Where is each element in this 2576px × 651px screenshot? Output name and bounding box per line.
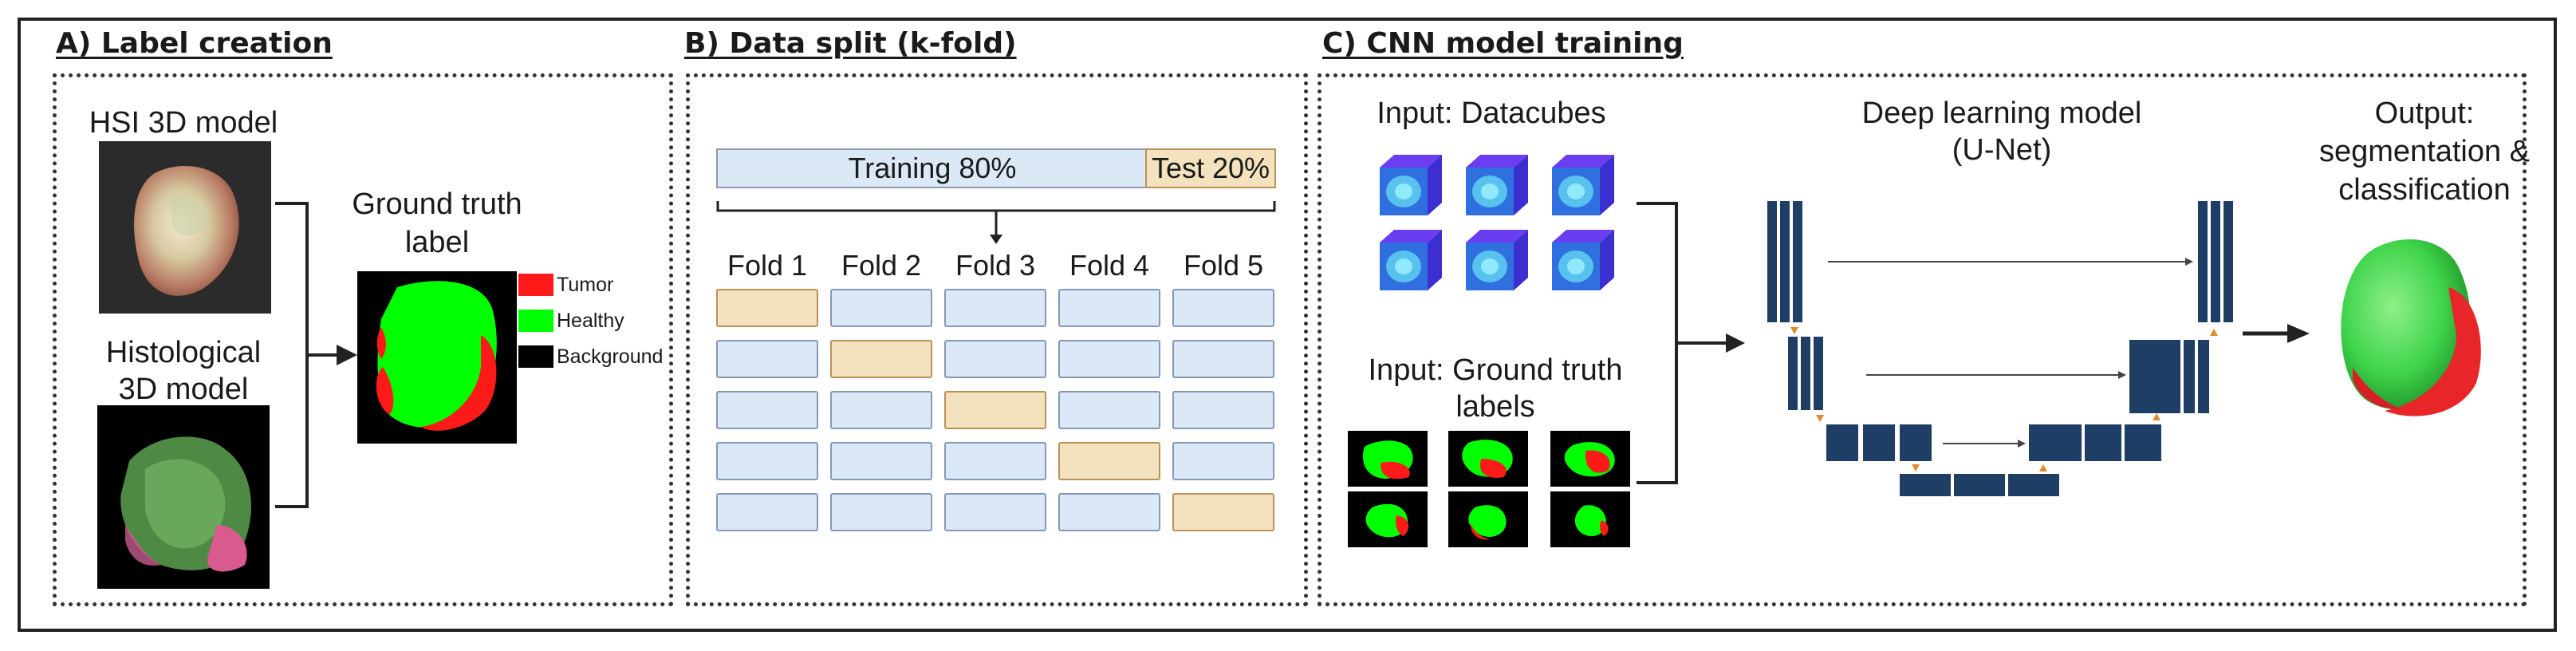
ground-truth-thumbnail [1348,491,1428,547]
output-label-line1: Output: [2374,97,2475,130]
section-b-panel [686,73,1308,606]
legend-label-tumor: Tumor [557,274,614,296]
split-bracket [716,201,1276,244]
datacube-icon [1466,230,1528,290]
output-label-line3: classification [2338,173,2511,207]
fold-cell-train [830,493,932,531]
datacube-icon [1466,155,1528,215]
fold-cell-test [1172,493,1274,531]
fold-label: Fold 5 [1183,249,1264,282]
fold-cell-train [716,340,818,378]
label-merge-connector [275,202,337,508]
fold-cell-test [830,340,932,378]
fold-label: Fold 4 [1069,249,1150,282]
fold-cell-train [830,442,932,480]
input-gt-label-line2: labels [1455,390,1535,424]
fold-cell-train [944,442,1046,480]
input-datacubes-label: Input: Datacubes [1377,97,1606,130]
legend-swatch-background [518,345,553,368]
ground-truth-thumbnail [1448,491,1528,547]
datacube-icon [1552,155,1614,215]
legend-swatch-healthy [518,310,553,332]
section-c-heading: C) CNN model training [1322,27,1684,60]
datacube-icon [1380,155,1442,215]
fold-cell-train [716,391,818,429]
test-split-bar: Test 20% [1145,148,1276,188]
fold-cell-train [944,493,1046,531]
fold-cell-test [944,391,1046,429]
histological-label-line2: 3D model [118,373,249,406]
output-label-line2: segmentation & [2318,135,2531,168]
fold-cell-train [1172,442,1274,480]
input-gt-label-line1: Input: Ground truth [1368,353,1623,387]
fold-label: Fold 2 [841,249,922,282]
ground-truth-image [357,271,517,444]
outer-frame [18,18,2557,632]
label-merge-arrowhead [337,345,357,365]
output-segmentation-image [2329,231,2488,423]
fold-cell-train [1172,340,1274,378]
hsi-model-image [99,141,271,314]
model-label-line2: (U-Net) [1952,133,2052,167]
fold-label: Fold 3 [955,249,1036,282]
fold-cell-train [716,493,818,531]
histological-label-line1: Histological [105,336,262,369]
legend-label-healthy: Healthy [557,310,624,332]
fold-cell-test [716,289,818,327]
section-c-panel [1318,73,2527,606]
ground-truth-thumbnail [1550,431,1630,487]
fold-label: Fold 1 [727,249,808,282]
fold-cell-train [716,442,818,480]
legend-label-background: Background [557,345,664,368]
datacube-icon [1380,230,1442,290]
section-a-heading: A) Label creation [56,27,333,60]
hsi-model-label: HSI 3D model [89,106,278,140]
fold-cell-train [1172,391,1274,429]
ground-truth-thumbnail [1348,431,1428,487]
ground-truth-thumbnail [1550,491,1630,547]
section-b-heading: B) Data split (k-fold) [684,27,1017,60]
fold-cell-train [944,289,1046,327]
fold-cell-train [1058,493,1160,531]
unet-blocks [1767,201,2233,496]
fold-cell-train [1058,340,1160,378]
fold-cell-train [830,289,932,327]
histological-model-image [97,405,270,589]
legend-swatch-tumor [518,274,553,296]
inputs-merge-connector [1637,202,1745,484]
fold-cell-train [1172,289,1274,327]
ground-truth-label-line2: label [404,226,470,259]
model-label-line1: Deep learning model [1861,97,2142,130]
output-arrow [2243,324,2310,343]
fold-cell-train [1058,289,1160,327]
fold-cell-train [830,391,932,429]
fold-cell-train [944,340,1046,378]
fold-cell-train [1058,391,1160,429]
datacube-icon [1552,230,1614,290]
training-split-bar: Training 80% [716,148,1147,188]
section-a-panel [53,73,673,606]
ground-truth-thumbnail [1448,431,1528,487]
ground-truth-label-line1: Ground truth [352,187,522,221]
fold-cell-test [1058,442,1160,480]
